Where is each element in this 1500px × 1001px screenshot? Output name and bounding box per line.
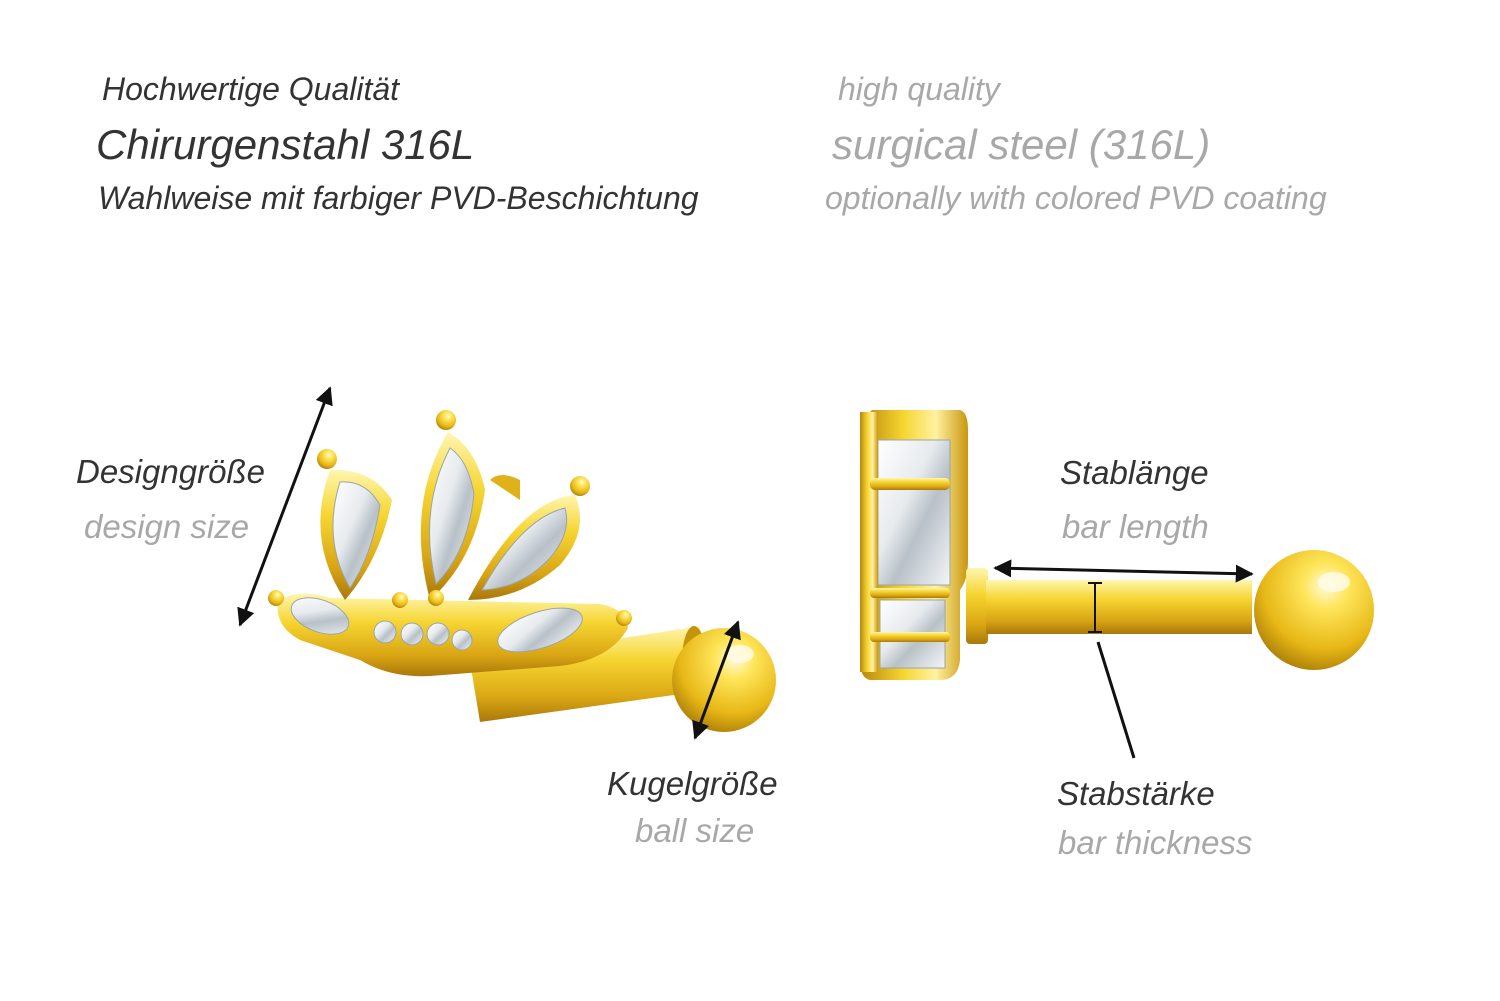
label-design-size-de: Designgröße [76,453,265,490]
label-bar-thickness-de: Stabstärke [1057,775,1215,812]
right-stud [860,410,1374,680]
left-bar [470,626,710,722]
left-ball [672,628,776,732]
right-bar [986,580,1252,634]
header-en-quality: high quality [838,71,1000,107]
ball-size-arrow [692,620,741,740]
header-de-coating: Wahlweise mit farbiger PVD-Beschichtung [98,180,699,216]
label-ball-size-en: ball size [635,812,755,849]
bar-length-arrow [993,559,1254,583]
design-size-arrow [237,386,333,627]
label-bar-thickness-en: bar thickness [1058,824,1253,861]
label-ball-size-de: Kugelgröße [607,765,778,802]
header-de-material: Chirurgenstahl 316L [96,121,475,168]
right-ball [1254,550,1374,670]
left-stud [268,410,776,732]
header-en-material: surgical steel (316L) [832,121,1211,168]
bar-thickness-leader [1096,641,1136,759]
label-design-size-en: design size [84,508,250,545]
header-en-coating: optionally with colored PVD coating [825,180,1327,216]
label-bar-length-de: Stablänge [1060,454,1209,491]
label-bar-length-en: bar length [1062,508,1209,545]
header-de-quality: Hochwertige Qualität [102,71,400,107]
